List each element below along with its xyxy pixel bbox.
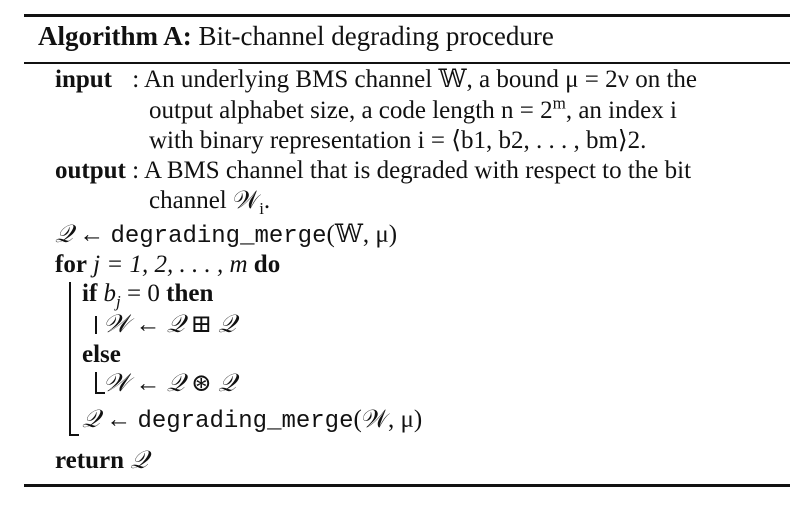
do-keyword: do xyxy=(253,251,281,278)
else-scope-bar xyxy=(95,372,97,394)
then-scope-bar xyxy=(95,316,97,334)
output-line-2: channel 𝒲i. xyxy=(149,186,271,218)
return-line: return 𝒬 xyxy=(55,446,148,476)
output-text-1: : A BMS channel that is degraded with re… xyxy=(132,157,692,184)
loop-merge-args: (𝒲, μ) xyxy=(353,406,423,433)
else-keyword: else xyxy=(82,341,121,368)
assign-2-line: 𝒲 ← 𝒬 ⊛ 𝒬 xyxy=(103,369,236,399)
input-text-3-rest: 1, b2, . . . , bm⟩2. xyxy=(473,127,647,154)
return-value: 𝒬 xyxy=(130,447,149,474)
else-scope-foot xyxy=(95,392,105,394)
return-keyword: return xyxy=(55,447,124,474)
init-merge-line: 𝒬 ← degrading_merge(𝕎, μ) xyxy=(55,220,397,252)
for-keyword: for xyxy=(55,251,87,278)
if-cond-sub: j xyxy=(116,292,121,311)
output-text-2: channel 𝒲 xyxy=(149,187,260,214)
then-keyword: then xyxy=(166,280,214,307)
if-cond-rest: = 0 xyxy=(120,280,160,307)
top-rule xyxy=(24,14,790,17)
algorithm-label: Algorithm A: xyxy=(38,21,192,51)
input-line-1: input : An underlying BMS channel 𝕎, a b… xyxy=(55,65,697,95)
input-line-3: with binary representation i = ⟨b1, b2, … xyxy=(149,126,646,156)
else-line: else xyxy=(82,340,121,370)
init-merge-fn: degrading_merge xyxy=(110,223,327,250)
output-line-1: output : A BMS channel that is degraded … xyxy=(55,156,691,186)
for-line: for j = 1, 2, . . . , m do xyxy=(55,250,280,280)
input-text-3: with binary representation i = ⟨b xyxy=(149,127,474,154)
output-keyword: output xyxy=(55,157,126,184)
for-scope-foot xyxy=(69,434,79,436)
output-text-2-end: . xyxy=(263,187,271,214)
assign-2: 𝒲 ← 𝒬 ⊛ 𝒬 xyxy=(103,370,237,397)
input-keyword: input xyxy=(55,66,112,93)
algorithm-title: Algorithm A: Bit-channel degrading proce… xyxy=(38,21,554,52)
init-q-lhs: 𝒬 ← xyxy=(55,221,105,248)
input-line-2: output alphabet size, a code length n = … xyxy=(149,93,677,126)
input-text-2: output alphabet size, a code length n = … xyxy=(149,97,553,124)
if-line: if bj = 0 then xyxy=(82,279,214,311)
init-merge-args: (𝕎, μ) xyxy=(326,221,398,248)
for-expression: j = 1, 2, . . . , m xyxy=(93,251,248,278)
bottom-rule xyxy=(24,484,790,487)
input-text-2-end: , an index i xyxy=(565,97,677,124)
if-cond-b: b xyxy=(103,280,117,307)
output-text-2-sub: i xyxy=(259,199,264,218)
loop-merge-line: 𝒬 ← degrading_merge(𝒲, μ) xyxy=(82,405,422,437)
input-text-2-sup: m xyxy=(552,93,566,113)
algorithm-name: Bit-channel degrading procedure xyxy=(198,21,554,51)
title-rule xyxy=(24,62,790,64)
for-scope-bar xyxy=(69,282,71,436)
assign-1: 𝒲 ← 𝒬 ⊞ 𝒬 xyxy=(103,311,237,338)
loop-merge-fn: degrading_merge xyxy=(137,408,354,435)
if-keyword: if xyxy=(82,280,98,307)
input-text-1: : An underlying BMS channel 𝕎, a bound μ… xyxy=(132,66,697,93)
loop-q-lhs: 𝒬 ← xyxy=(82,406,132,433)
assign-1-line: 𝒲 ← 𝒬 ⊞ 𝒬 xyxy=(103,310,236,340)
